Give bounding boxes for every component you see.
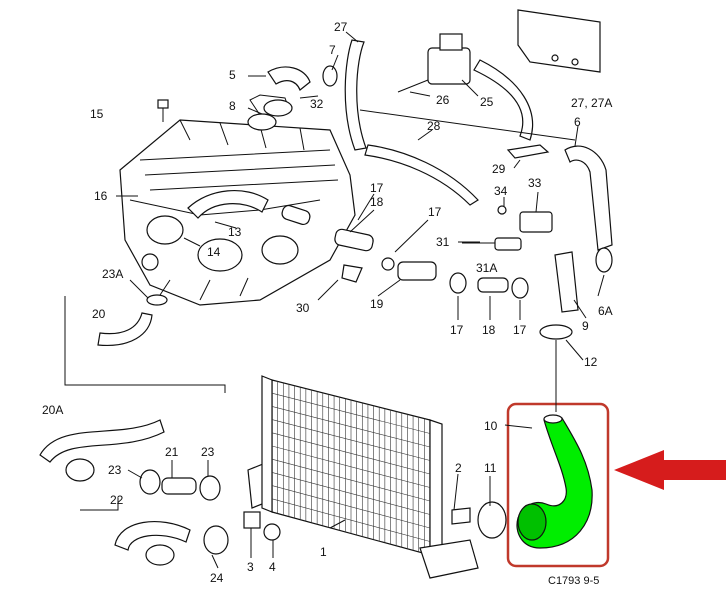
label-14: 14 xyxy=(207,245,221,259)
hose-part-5 xyxy=(267,66,311,91)
solenoid-valve-part xyxy=(397,33,471,93)
label-5: 5 xyxy=(229,68,236,82)
label-9: 9 xyxy=(582,319,589,333)
sensor-part-31 xyxy=(462,237,522,251)
label-19: 19 xyxy=(370,297,384,311)
label-15: 15 xyxy=(90,107,104,121)
hose-part-22 xyxy=(114,521,191,551)
clamp-part-24 xyxy=(203,525,229,555)
hose-part-20a xyxy=(39,419,165,463)
label-28: 28 xyxy=(427,119,441,133)
label-8: 8 xyxy=(229,99,236,113)
label-23b: 23 xyxy=(201,445,215,459)
hose-part-27 xyxy=(344,39,367,151)
label-17c: 17 xyxy=(450,323,464,337)
hose-part-20 xyxy=(97,312,153,347)
leader-lines xyxy=(116,31,605,569)
label-7: 7 xyxy=(329,43,336,57)
label-33: 33 xyxy=(528,176,542,190)
mounting-bracket xyxy=(517,9,601,73)
label-34: 34 xyxy=(494,184,508,198)
label-3: 3 xyxy=(247,560,254,574)
label-25: 25 xyxy=(480,95,494,109)
label-24: 24 xyxy=(210,571,224,585)
hose-part-6 xyxy=(564,145,613,251)
label-23c: 23 xyxy=(108,463,122,477)
label-26: 26 xyxy=(436,93,450,107)
label-21: 21 xyxy=(165,445,179,459)
hose-part-18 xyxy=(334,228,374,252)
label-30: 30 xyxy=(296,301,310,315)
intercooler-core xyxy=(261,375,479,579)
hose-part-13 xyxy=(187,189,269,219)
bolt-part xyxy=(157,99,169,122)
bracket-part-2 xyxy=(451,507,471,525)
hose-part-28b xyxy=(364,144,479,206)
clamp-part-7 xyxy=(322,65,338,87)
label-23a: 23A xyxy=(102,267,123,281)
highlight-frame xyxy=(506,402,610,568)
label-17d: 17 xyxy=(513,323,527,337)
label-18a: 18 xyxy=(370,195,384,209)
label-22: 22 xyxy=(110,493,124,507)
clamp-part-23 xyxy=(139,469,161,495)
label-31: 31 xyxy=(436,235,450,249)
grommet-part-4 xyxy=(263,523,281,541)
label-10: 10 xyxy=(484,419,498,433)
hose-connector-part-19 xyxy=(381,257,437,281)
label-31a: 31A xyxy=(476,261,497,275)
label-32: 32 xyxy=(310,97,324,111)
clamp-part-30 xyxy=(341,264,363,283)
hose-part-28 xyxy=(473,59,534,141)
label-11: 11 xyxy=(484,461,497,475)
pointer-arrow xyxy=(614,450,726,490)
bracket-part-29 xyxy=(506,144,550,159)
label-27: 27 xyxy=(334,20,348,34)
part-labels: 27 7 5 8 32 26 25 15 27, 27A 6 28 29 34 … xyxy=(42,20,613,587)
mount-part-3 xyxy=(243,511,261,529)
clamp-part-12 xyxy=(539,324,573,340)
clamp-part-11 xyxy=(477,501,507,539)
label-6: 6 xyxy=(574,115,581,129)
label-16: 16 xyxy=(94,189,108,203)
label-20: 20 xyxy=(92,307,106,321)
label-2: 2 xyxy=(455,461,462,475)
label-13: 13 xyxy=(228,225,242,239)
label-4: 4 xyxy=(269,560,276,574)
diagram-caption: C1793 9-5 xyxy=(548,575,599,587)
label-6a: 6A xyxy=(598,304,613,318)
label-12: 12 xyxy=(584,355,598,369)
pipe-part-9 xyxy=(554,251,579,313)
label-17b: 17 xyxy=(428,205,442,219)
label-18b: 18 xyxy=(482,323,496,337)
label-29: 29 xyxy=(492,162,506,176)
engine-block xyxy=(119,94,356,306)
label-17a: 17 xyxy=(370,181,384,195)
label-1: 1 xyxy=(320,545,327,559)
label-20a: 20A xyxy=(42,403,63,417)
sensor-part-33 xyxy=(497,205,553,233)
hose-part-21 xyxy=(161,477,197,495)
label-27-27a: 27, 27A xyxy=(571,96,612,110)
